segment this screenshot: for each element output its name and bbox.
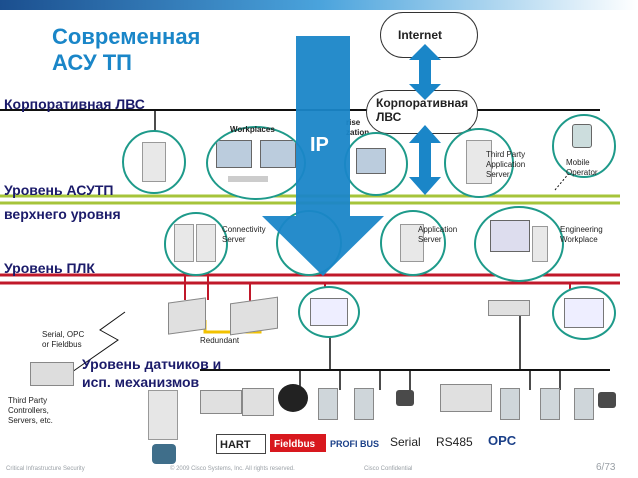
workplaces-label: Workplaces: [230, 125, 275, 134]
scada-server-node-1: [122, 130, 186, 194]
plc-controller-1: [168, 297, 206, 335]
plc-controller-2: [230, 296, 278, 336]
connectivity-server-label: Connectivity Server: [222, 225, 266, 244]
level-corporate-label: Корпоративная ЛВС: [4, 96, 145, 112]
plc-hmi-node-2: [552, 286, 616, 340]
plc-controller-3: [488, 300, 530, 316]
title-line-1: Современная: [52, 24, 201, 49]
corp-cloud-label: Корпоративная ЛВС: [376, 96, 469, 124]
redundant-label: Redundant: [200, 336, 240, 345]
transmitter-3: [500, 388, 520, 420]
connectivity-server-node: [164, 212, 228, 276]
level-scada-label-1: Уровень АСУТП: [4, 182, 114, 198]
transmitter-1: [318, 388, 338, 420]
application-server-label: Application Server: [418, 225, 458, 244]
hart-logo: HART: [216, 434, 266, 454]
plc-hmi-node-1: [298, 286, 360, 338]
mobile-operator-label: Mobile Operator: [566, 158, 598, 177]
level-field-label-1: Уровень датчиков и: [82, 356, 222, 372]
level-plc-label: Уровень ПЛК: [4, 260, 95, 276]
gauge-2: [598, 392, 616, 408]
gauge-1: [396, 390, 414, 406]
engineering-workplace-label: Engineering Workplace: [560, 225, 603, 244]
mobile-operator-node: [552, 114, 616, 178]
page-number: 6/73: [596, 462, 616, 473]
io-rack: [440, 384, 492, 412]
serial-opc-label: Serial, OPC or Fieldbus: [42, 330, 85, 349]
third-party-app-server-node: [444, 128, 514, 198]
fieldbus-logo: Fieldbus: [270, 434, 326, 452]
rs485-label: RS485: [436, 435, 473, 449]
third-party-controller-device: [30, 362, 74, 386]
footer-confidential: Cisco Confidential: [364, 466, 413, 472]
title-line-2: АСУ ТП: [52, 50, 132, 75]
profibus-logo: PROFI BUS: [330, 434, 384, 452]
io-module-1: [200, 390, 242, 414]
serial-zigzag: [71, 311, 126, 373]
third-party-controllers-label: Third Party Controllers, Servers, etc.: [8, 396, 53, 425]
workplaces-node: [206, 126, 306, 200]
third-party-app-label: Third Party Application Server: [486, 150, 526, 179]
ip-label: IP: [310, 134, 329, 156]
drive-cabinet: [148, 390, 178, 440]
level-scada-label-2: верхнего уровня: [4, 206, 121, 222]
engineering-workplace-node: [474, 206, 564, 282]
transmitter-4: [540, 388, 560, 420]
footer-copyright: © 2009 Cisco Systems, Inc. All rights re…: [170, 466, 295, 472]
serial-label: Serial: [390, 435, 421, 449]
level-field-label-2: исп. механизмов: [82, 374, 200, 390]
opc-logo: OPC: [488, 432, 532, 450]
enterprise-node: [344, 132, 408, 196]
internet-arrow: [409, 44, 441, 100]
corp-arrow: [409, 125, 441, 195]
io-module-2: [242, 388, 274, 416]
internet-label: Internet: [398, 28, 443, 42]
transmitter-5: [574, 388, 594, 420]
top-banner: [0, 0, 638, 10]
page-title: Современная АСУ ТП: [52, 24, 200, 76]
pump: [278, 384, 308, 412]
transmitter-2: [354, 388, 374, 420]
application-server-node: [380, 210, 446, 276]
motor: [152, 444, 176, 464]
ip-arrow: [262, 36, 384, 276]
footer-left: Critical Infrastructure Security: [6, 466, 85, 472]
enterprise-partial-label: rise zation: [346, 118, 370, 137]
